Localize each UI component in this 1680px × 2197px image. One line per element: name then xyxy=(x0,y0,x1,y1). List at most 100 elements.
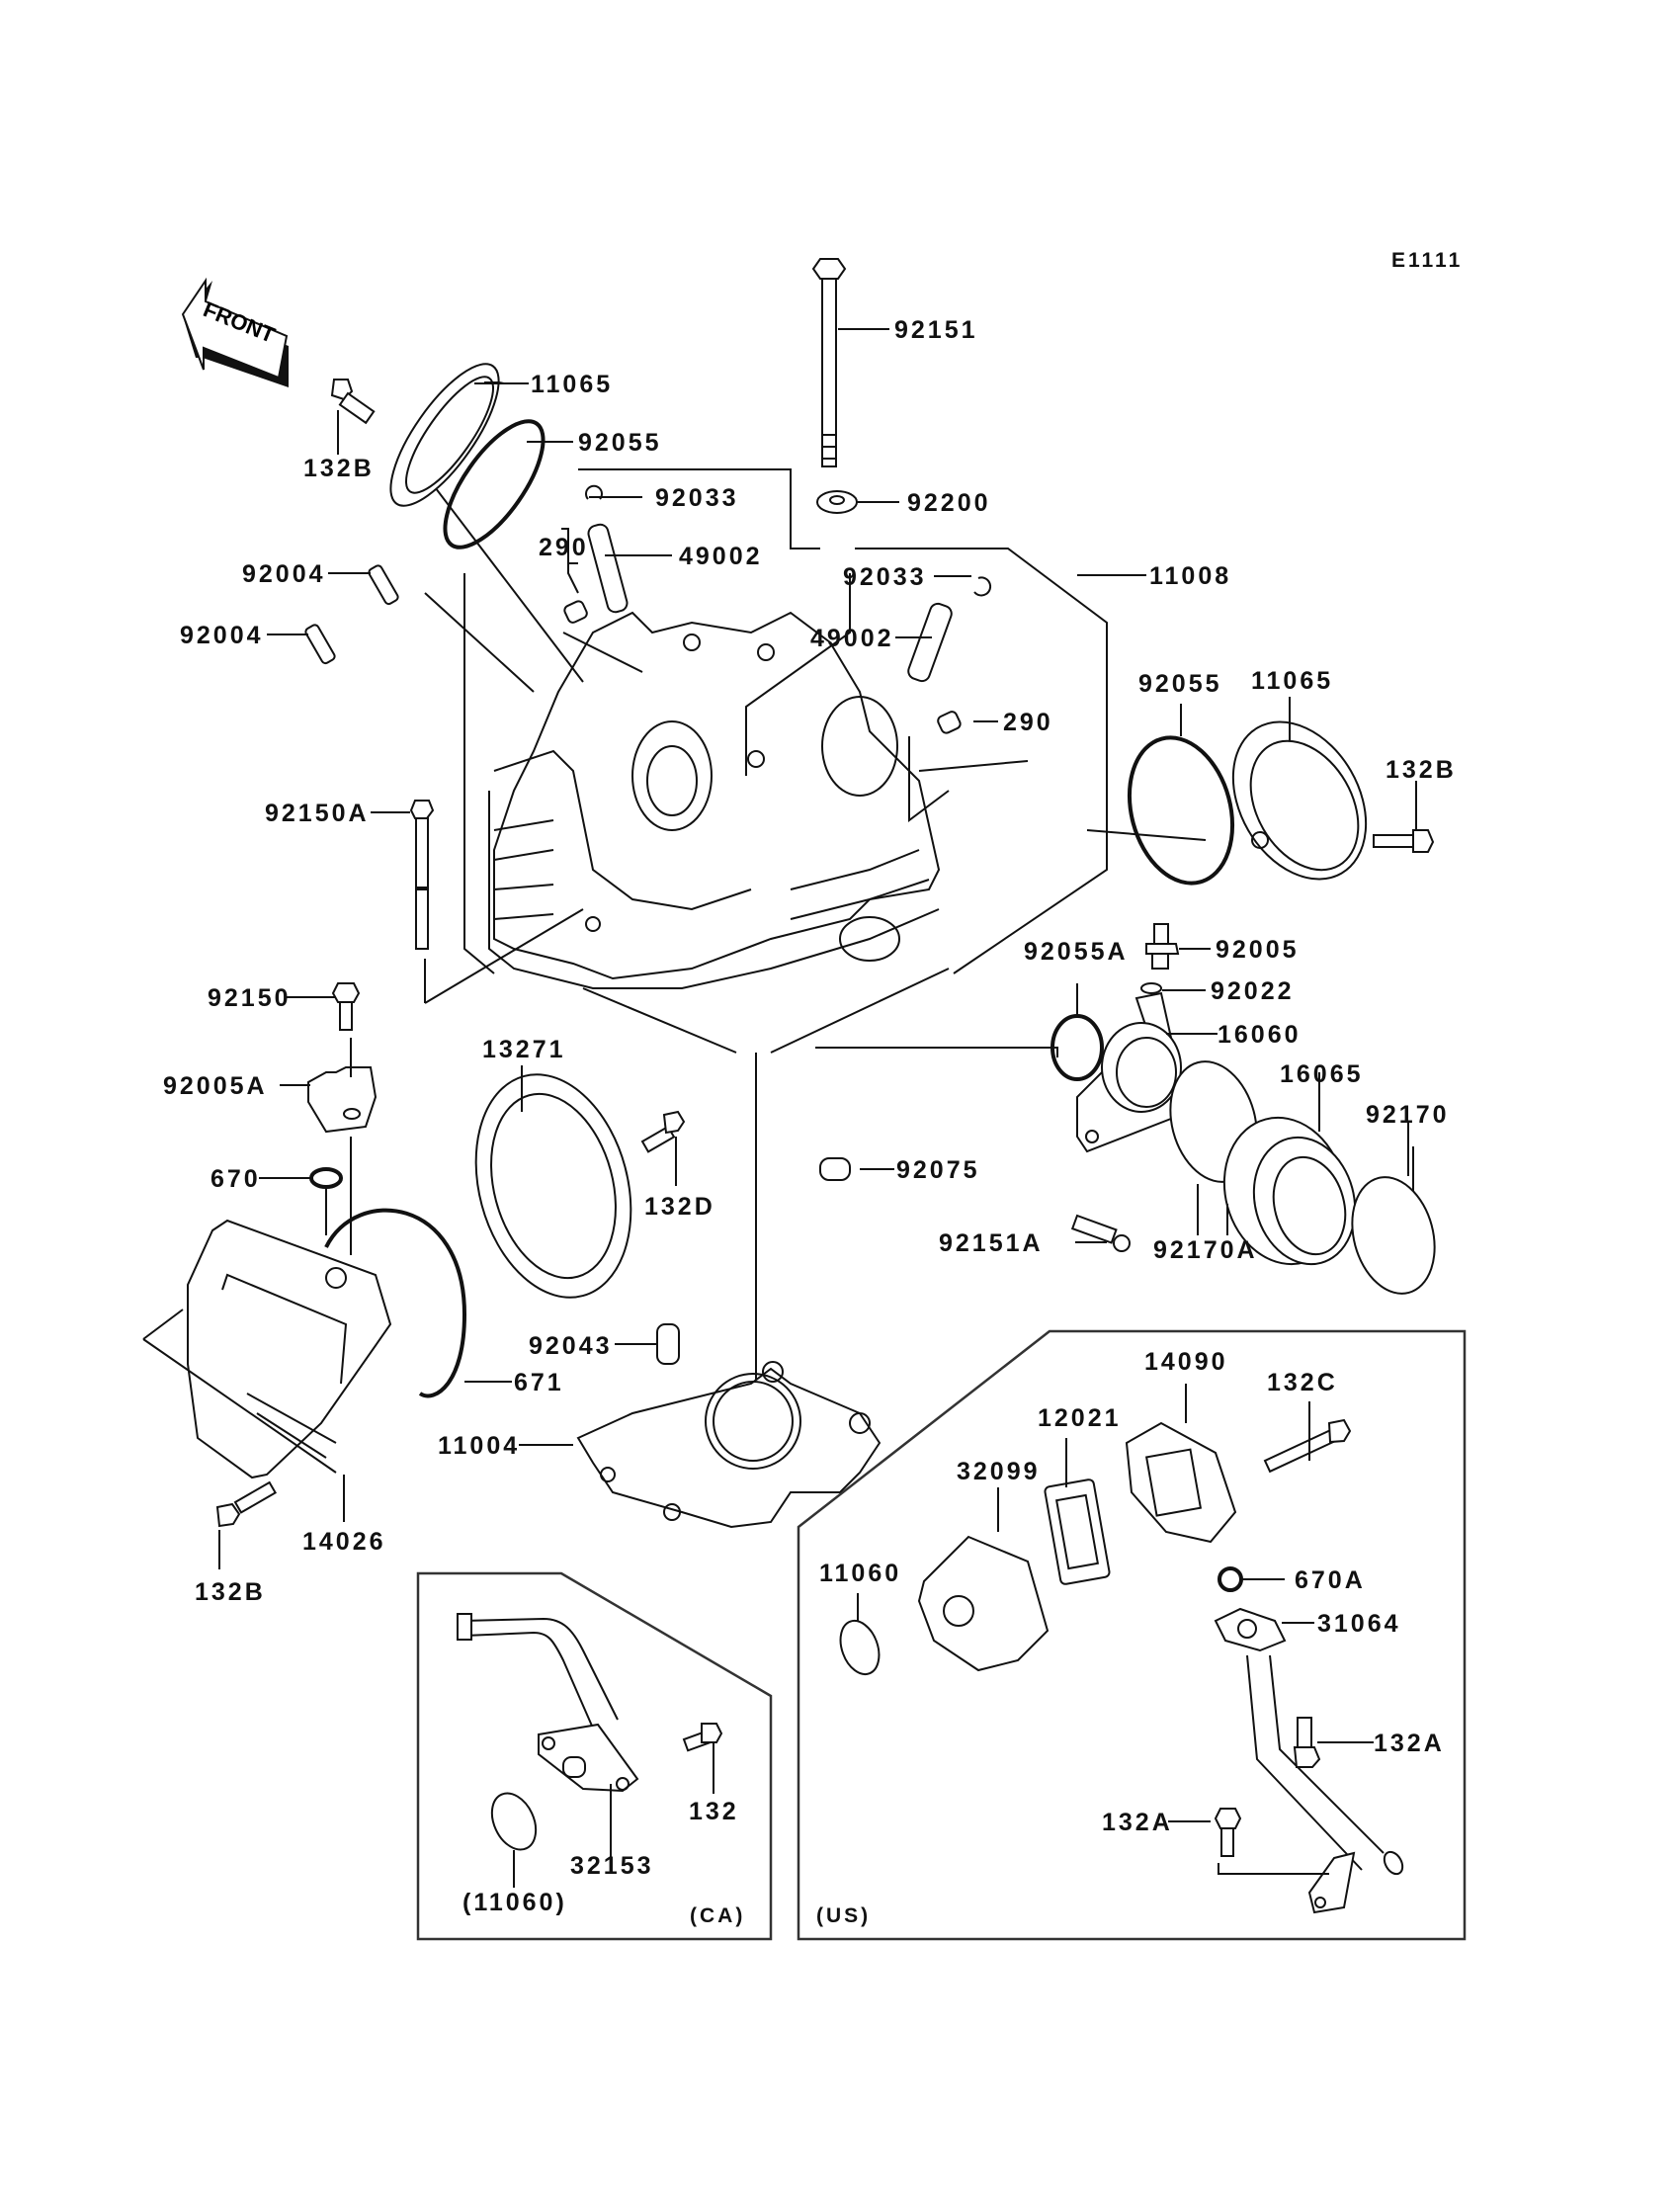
o-ring-92055a xyxy=(1050,1014,1104,1081)
part-label: 92055A xyxy=(1024,938,1129,966)
part-label: 92150 xyxy=(208,984,292,1012)
bolt-132-ca xyxy=(682,1723,723,1752)
part-label: 11008 xyxy=(1149,562,1231,590)
part-label: 92005 xyxy=(1216,936,1300,964)
bolt-92150a xyxy=(409,800,435,950)
region-box-us xyxy=(797,1329,1467,1941)
part-label: 16065 xyxy=(1280,1060,1364,1088)
part-label: 92004 xyxy=(180,622,264,649)
reed-cover-14090 xyxy=(1125,1421,1237,1544)
breather-fitting-92005 xyxy=(1145,923,1180,970)
intake-pipe-16060 xyxy=(1076,991,1182,1153)
part-label: 92151A xyxy=(939,1229,1044,1257)
part-label: 11060 xyxy=(819,1560,901,1587)
valve-guides xyxy=(304,484,992,734)
bolt-132b-bottom xyxy=(215,1480,278,1528)
bolt-92151a xyxy=(1070,1214,1131,1252)
part-label: 671 xyxy=(514,1369,564,1396)
washer-92200 xyxy=(816,490,858,514)
part-label: 92033 xyxy=(843,563,927,591)
part-label: 92200 xyxy=(907,489,991,517)
clamp-92170 xyxy=(1351,1176,1436,1295)
oil-pipe-31064 xyxy=(1214,1607,1404,1914)
bolt-132c xyxy=(1263,1418,1352,1474)
cover-14026 xyxy=(187,1219,392,1479)
part-label: 132D xyxy=(644,1193,715,1221)
part-label: 11065 xyxy=(1251,667,1333,695)
reed-valve-12021 xyxy=(1044,1479,1111,1585)
part-label: 132 xyxy=(689,1798,739,1825)
part-labels: 92151 11065 132B 92055 92033 92200 290 4… xyxy=(163,316,1457,1916)
part-label: 16060 xyxy=(1218,1021,1302,1049)
part-label: 11065 xyxy=(531,371,613,398)
part-label: 92022 xyxy=(1211,977,1295,1005)
o-ring-671 xyxy=(324,1208,467,1398)
region-label-ca: (CA) xyxy=(690,1904,745,1927)
part-label: 132A xyxy=(1374,1730,1445,1757)
part-label: 670A xyxy=(1295,1566,1366,1594)
part-label: 92170 xyxy=(1366,1101,1450,1129)
rubber-joint-16065 xyxy=(1222,1116,1357,1266)
part-label: 92075 xyxy=(896,1156,980,1184)
part-label: 49002 xyxy=(810,625,894,652)
part-label: 31064 xyxy=(1317,1610,1401,1638)
bolt-132a-upper xyxy=(1293,1717,1321,1768)
bolt-132a-lower xyxy=(1214,1808,1242,1857)
part-label: 32099 xyxy=(957,1458,1041,1485)
bolt-132b-top xyxy=(330,379,376,425)
part-label: 14026 xyxy=(302,1528,386,1556)
part-label: 132B xyxy=(1386,756,1457,784)
washer-92022 xyxy=(1140,982,1162,994)
part-label: 92150A xyxy=(265,800,370,827)
label-leaders xyxy=(218,328,1417,1888)
region-label-us: (US) xyxy=(816,1904,871,1927)
front-arrow-icon: FRONT xyxy=(181,277,289,387)
part-label: 49002 xyxy=(679,543,763,570)
pipe-leader xyxy=(1218,1863,1329,1875)
part-label: 13271 xyxy=(482,1036,566,1063)
part-label: 92055 xyxy=(1138,670,1222,698)
cover-leader xyxy=(142,1309,337,1474)
water-fitting-92005a xyxy=(307,1066,378,1134)
part-label: 290 xyxy=(539,534,589,561)
dowel-92043 xyxy=(656,1323,680,1365)
part-label: 132B xyxy=(303,455,375,482)
part-label: 92170A xyxy=(1153,1236,1258,1264)
part-label: 11004 xyxy=(438,1432,520,1460)
bolt-92151 xyxy=(811,258,847,467)
cylinder-head xyxy=(488,611,941,989)
part-label: 92151 xyxy=(894,316,978,344)
part-label: 92005A xyxy=(163,1072,268,1100)
part-label: 132B xyxy=(195,1578,266,1606)
part-label: 132C xyxy=(1267,1369,1338,1396)
region-box-ca xyxy=(416,1571,773,1941)
assembly-lines xyxy=(409,454,1207,1438)
part-label: 132A xyxy=(1102,1809,1173,1836)
part-label: 14090 xyxy=(1144,1348,1228,1376)
diagram-code: E1111 xyxy=(1391,249,1463,272)
part-label: 290 xyxy=(1003,709,1053,736)
o-ring-92055-top xyxy=(443,419,546,549)
part-label: 12021 xyxy=(1038,1404,1122,1432)
oil-pipe-32153 xyxy=(457,1613,639,1793)
plate-13271 xyxy=(474,1073,632,1299)
part-label: 32153 xyxy=(570,1852,654,1880)
reed-housing-32099 xyxy=(917,1535,1050,1672)
part-label: 92055 xyxy=(578,429,662,457)
bolt-92150 xyxy=(331,982,361,1031)
part-label: 92004 xyxy=(242,560,326,588)
part-label: 92043 xyxy=(529,1332,613,1360)
part-label: 670 xyxy=(210,1165,261,1193)
o-ring-670a xyxy=(1218,1566,1243,1592)
bolt-132b-right xyxy=(1373,829,1435,853)
bolt-132d xyxy=(640,1110,686,1153)
dowel-92075 xyxy=(819,1157,851,1181)
part-label: 92033 xyxy=(655,484,739,512)
part-label: (11060) xyxy=(462,1889,567,1916)
o-ring-670 xyxy=(309,1167,343,1189)
oil-seal-11060-us xyxy=(839,1619,881,1676)
oil-seal-11060-ca xyxy=(490,1792,538,1851)
gasket-11004 xyxy=(576,1361,882,1529)
cover-11065-top xyxy=(389,363,500,507)
